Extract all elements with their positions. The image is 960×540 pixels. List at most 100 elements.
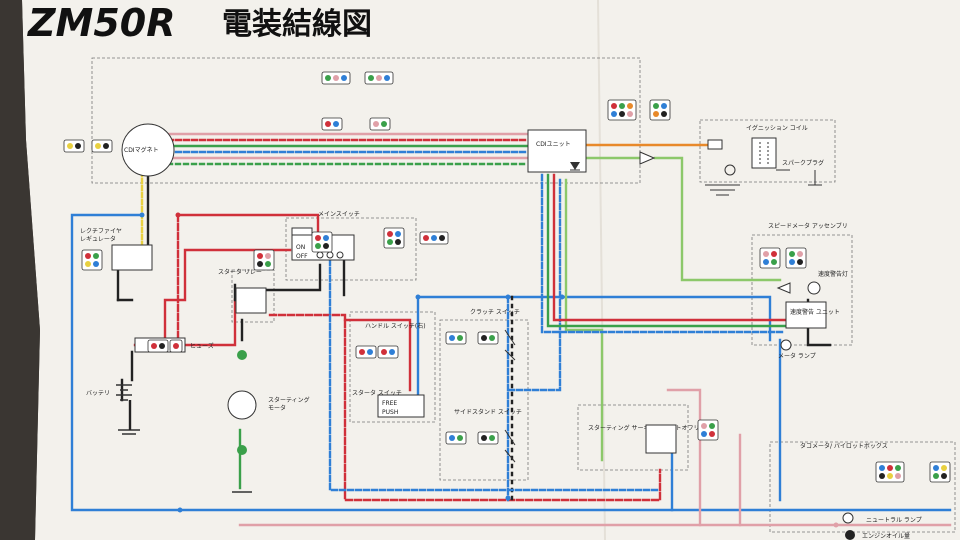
connector-pin (159, 343, 165, 349)
connector-pin (789, 259, 795, 265)
model-title: ZM50R (27, 1, 176, 45)
connector-16 (477, 331, 499, 345)
connector-3 (369, 117, 391, 131)
connector-pin (481, 435, 487, 441)
starting-motor-label-2: モータ (268, 404, 286, 412)
connector-pin (85, 253, 91, 259)
connector-pin (709, 431, 715, 437)
connector-pin (431, 235, 437, 241)
connector-pin (941, 465, 947, 471)
speedometer-label: スピードメータ アッセンブリ (768, 222, 848, 230)
connector-pin (387, 231, 393, 237)
main-switch-off: OFF (296, 253, 308, 260)
cdi-unit-label: CDIユニット (536, 141, 571, 148)
connector-pin (941, 473, 947, 479)
ignition-coil: イグニッション コイル スパークプラグ (705, 124, 824, 196)
side-stand-switch-label: サイドスタンド スイッチ (454, 408, 522, 416)
starter-relay-label: スタータ リレー (218, 268, 262, 276)
connector-pin (627, 111, 633, 117)
side-stand-switch: サイドスタンド スイッチ (454, 408, 522, 463)
connector-10 (383, 227, 405, 249)
connector-blocks (63, 71, 951, 483)
connector-pin (325, 121, 331, 127)
connector-pin (67, 143, 73, 149)
tacho-box-label: タコメータ/ パイロットボックス (800, 442, 888, 450)
overspeed-unit-label: 速度警告 ユニット (790, 308, 840, 316)
tacho-pilot-box: タコメータ/ パイロットボックス ニュートラル ランプ エンジンオイル量 (800, 442, 922, 540)
connector-pin (315, 235, 321, 241)
connector-pin (879, 465, 885, 471)
connector-12 (311, 231, 333, 253)
connector-pin (449, 335, 455, 341)
connector-pin (627, 103, 633, 109)
connector-pin (333, 121, 339, 127)
page-shadow (0, 0, 40, 540)
fuse-label: ヒューズ (190, 342, 214, 350)
connector-pin (341, 75, 347, 81)
cdi-unit: CDIユニット (527, 129, 587, 173)
push-label: PUSH (382, 409, 398, 416)
connector-pin (895, 473, 901, 479)
rectifier-label-1: レクチファイヤ (80, 228, 122, 235)
main-switch-on: ON (296, 244, 305, 251)
connector-pin (265, 261, 271, 267)
connector-19 (697, 419, 719, 441)
connector-pin (771, 251, 777, 257)
connector-pin (661, 111, 667, 117)
connector-pin (381, 349, 387, 355)
connector-pin (653, 103, 659, 109)
connector-pin (333, 75, 339, 81)
connector-pin (376, 75, 382, 81)
clutch-switch-label: クラッチ スイッチ (470, 309, 520, 316)
connector-pin (611, 103, 617, 109)
starting-motor-label-1: スターティング (268, 396, 310, 404)
connector-pin (457, 335, 463, 341)
connector-17 (445, 431, 467, 445)
connector-pin (95, 143, 101, 149)
connector-pin (323, 243, 329, 249)
rectifier-regulator: レクチファイヤ レギュレータ (80, 228, 153, 271)
connector-pin (797, 251, 803, 257)
connector-pin (387, 239, 393, 245)
starting-cutoff-relay: スターティング サーキット カットオフリレー (588, 424, 711, 454)
connector-pin (85, 261, 91, 267)
connector-24 (147, 339, 169, 353)
connector-pin (395, 239, 401, 245)
free-label: FREE (382, 400, 397, 407)
connector-pin (389, 349, 395, 355)
connector-pin (701, 431, 707, 437)
connector-pin (619, 111, 625, 117)
connector-9 (253, 249, 275, 271)
battery: バッテリ (86, 384, 140, 435)
starter-switch-label: スタータ スイッチ (352, 389, 402, 397)
connector-pin (93, 261, 99, 267)
connector-pin (457, 435, 463, 441)
oil-lamp-label: エンジンオイル量 (862, 533, 910, 540)
connector-21 (785, 247, 807, 269)
connector-pin (373, 121, 379, 127)
connector-pin (789, 251, 795, 257)
connector-pin (315, 243, 321, 249)
connector-pin (933, 465, 939, 471)
connector-pin (797, 259, 803, 265)
diagram-title: 電装結線図 (222, 7, 372, 42)
connector-pin (384, 75, 390, 81)
connector-pin (395, 231, 401, 237)
connector-pin (381, 121, 387, 127)
connector-pin (367, 349, 373, 355)
starter-relay: スタータ リレー (218, 268, 267, 314)
handle-switch: ハンドル スイッチ(右) スタータ スイッチ FREE PUSH (352, 322, 426, 418)
connector-5 (91, 139, 113, 153)
connector-pin (887, 473, 893, 479)
connector-pin (481, 335, 487, 341)
connector-pin (653, 111, 659, 117)
connector-pin (368, 75, 374, 81)
overspeed-lamp-label: 速度警告灯 (818, 270, 848, 278)
diode-symbol (639, 151, 656, 165)
main-switch-label: メインスイッチ (318, 211, 360, 218)
connector-pin (771, 259, 777, 265)
connector-pin (879, 473, 885, 479)
connector-pin (895, 465, 901, 471)
connector-pin (489, 335, 495, 341)
